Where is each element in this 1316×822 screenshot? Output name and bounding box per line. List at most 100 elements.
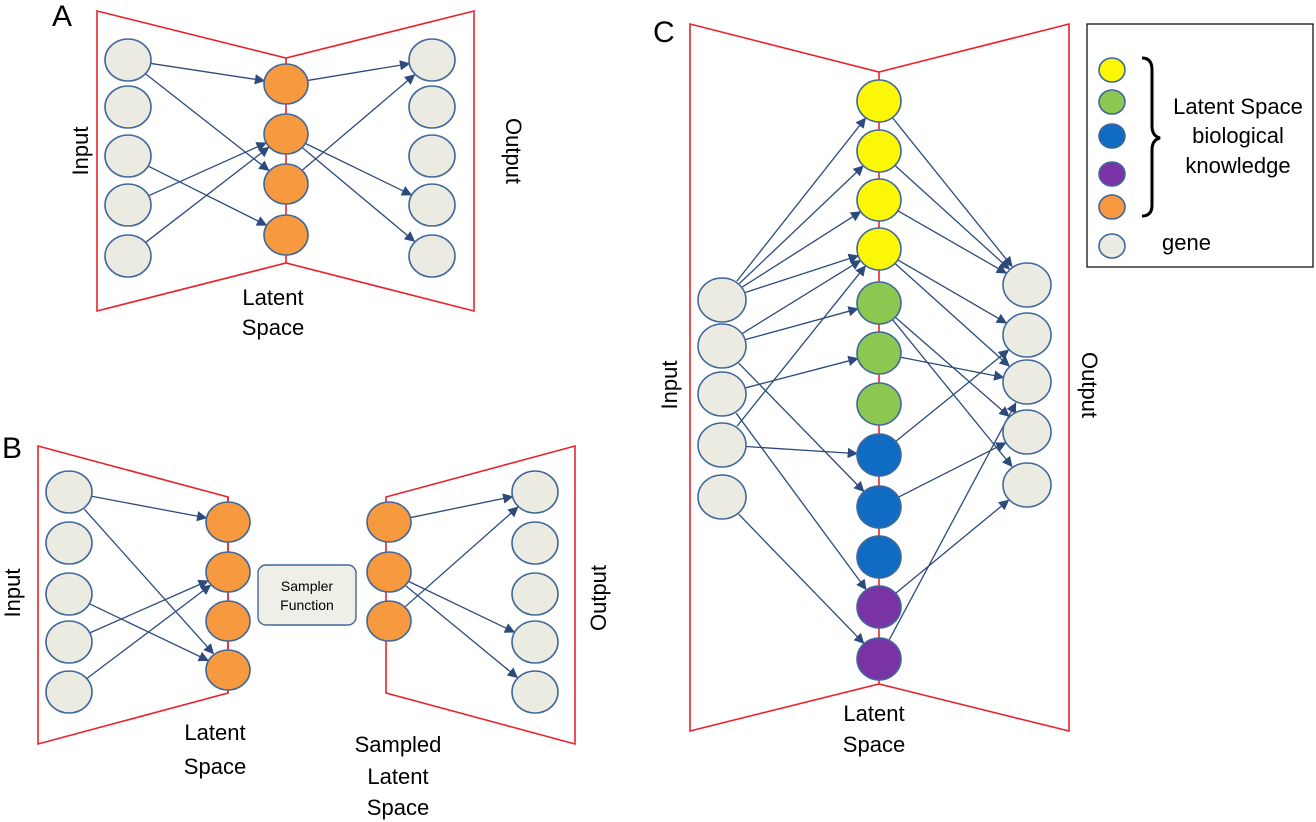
sampler-function-box	[257, 564, 357, 626]
sampler-label-1: Sampler	[281, 578, 333, 594]
panel-b-nodes	[45, 470, 559, 714]
panel-c-edge-in-0	[736, 117, 867, 282]
panel-b-sampled-node	[366, 551, 412, 593]
panel-c-edge-in-3	[744, 253, 860, 294]
panel-c-input-node	[697, 474, 747, 520]
panel-b-latent-node	[205, 600, 251, 642]
panel-c-edge-out-2	[897, 210, 1008, 274]
panel-a-latent-node	[263, 113, 309, 155]
panel-c-latent-node-green	[856, 281, 902, 325]
panel-b-latent-label-2: Space	[184, 754, 246, 779]
panel-c-latent-node-purple	[856, 637, 902, 681]
panel-c-latent-node-blue	[856, 485, 902, 529]
panel-a-edges	[145, 60, 416, 243]
panel-b-edge-out-3	[405, 506, 519, 607]
panel-c-latent-node-green	[856, 382, 902, 426]
panel-c-edge-out-1	[894, 165, 1010, 270]
panel-c-edge-out-11	[900, 356, 1005, 381]
panel-c-output-node	[1002, 262, 1052, 308]
panel-b-edge-out-2	[408, 580, 516, 633]
panel-a-edge-in-0	[150, 62, 266, 85]
panel-b-input-node	[45, 572, 93, 616]
panel-c-latent-node-yellow	[856, 129, 902, 173]
panel-c-latent-label-2: Space	[843, 732, 905, 757]
panel-b-edge-in-4	[86, 584, 212, 679]
panel-a-input-node	[104, 85, 152, 129]
legend-swatches	[1098, 57, 1126, 259]
panel-b-sampled-label-2: Latent	[367, 764, 428, 789]
panel-c-input-node	[697, 323, 747, 369]
panel-b-input-label: Input	[0, 569, 25, 618]
legend-swatch-orange	[1098, 194, 1126, 220]
panel-c-edge-in-11	[738, 513, 865, 644]
panel-c-edge-out-4	[894, 263, 1010, 367]
panel-a-letter: A	[52, 0, 72, 33]
panel-b-output-label: Output	[586, 565, 611, 631]
panel-b-latent-node	[205, 501, 251, 543]
panel-a-output-label: Output	[501, 118, 526, 184]
panel-a-input-node	[104, 183, 152, 227]
panel-b-input-node	[45, 620, 93, 664]
panel-c-latent-node-yellow	[856, 79, 902, 123]
panel-c-input-node	[697, 277, 747, 323]
panel-c-latent-node-purple	[856, 585, 902, 629]
panel-c-output-node	[1002, 312, 1052, 358]
panel-b-edge-in-3	[89, 579, 209, 634]
panel-c-input-node	[697, 371, 747, 417]
panel-a-edge-out-1	[305, 143, 413, 196]
panel-c-edge-in-8	[735, 412, 867, 591]
panel-a-input-label: Input	[68, 127, 93, 176]
panel-b-output-node	[511, 670, 559, 714]
panel-b-edge-out-1	[405, 585, 519, 679]
panel-b-output-node	[511, 521, 559, 565]
panel-a-latent-node	[263, 214, 309, 256]
panel-c-output-node	[1002, 409, 1052, 455]
panel-a-input-node	[104, 234, 152, 278]
panel-b-sampled-label-1: Sampled	[355, 732, 442, 757]
panel-b-input-node	[45, 521, 93, 565]
panel-a-output-node	[408, 183, 456, 227]
legend-swatch-green	[1098, 89, 1126, 115]
panel-b-edge-in-0	[91, 495, 208, 522]
panel-a-edge-in-1	[145, 73, 270, 172]
panel-c-edge-in-5	[744, 306, 859, 341]
panel-a-latent-node	[263, 163, 309, 205]
panel-c-edge-in-7	[745, 355, 859, 389]
sampler-label-2: Function	[280, 597, 334, 613]
legend: Latent Space biological knowledge gene	[1086, 23, 1314, 268]
panel-b-letter: B	[2, 432, 22, 465]
panel-c-letter: C	[653, 16, 675, 49]
legend-bracket-label-2: biological	[1192, 123, 1284, 148]
panel-c-edge-in-4	[742, 260, 862, 334]
legend-bracket	[1141, 56, 1161, 218]
panel-c-edge-out-9	[895, 499, 1010, 594]
panel-c-latent-node-yellow	[856, 178, 902, 222]
panel-b-latent-label-1: Latent	[184, 720, 245, 745]
panel-c-output-label: Output	[1077, 352, 1102, 418]
panel-b-sampled-node	[366, 501, 412, 543]
panel-c-edge-out-10	[888, 402, 1017, 640]
panel-c-edge-out-8	[898, 442, 1007, 498]
panel-c-edge-in-2	[741, 211, 862, 288]
panel-c-edge-out-6	[892, 319, 1013, 468]
panel-c-latent-node-yellow	[856, 227, 902, 271]
panel-a-latent-node	[263, 63, 309, 105]
panel-a-edge-out-0	[307, 60, 411, 82]
panel-c-latent-node-green	[856, 331, 902, 375]
legend-swatch-gene	[1098, 233, 1126, 259]
legend-bracket-label-1: Latent Space	[1173, 94, 1303, 119]
panel-c-edge-in-10	[745, 445, 859, 459]
panel-a-output-node	[408, 85, 456, 129]
panel-c-edge-in-9	[736, 265, 866, 427]
legend-bracket-label-3: knowledge	[1185, 153, 1290, 178]
panel-a-edge-in-4	[145, 146, 270, 243]
panel-c-latent-label-1: Latent	[843, 701, 904, 726]
panel-b-output-node	[511, 620, 559, 664]
panel-a-edge-out-3	[302, 74, 416, 171]
panel-c-edge-in-1	[738, 165, 864, 284]
panel-b: B Sampler Function Input Output Latent S…	[0, 432, 611, 820]
panel-c-edges	[735, 117, 1017, 644]
panel-c-edge-out-3	[897, 259, 1008, 324]
panel-a-edge-in-2	[148, 165, 268, 226]
panel-a-latent-label-2: Space	[242, 315, 304, 340]
